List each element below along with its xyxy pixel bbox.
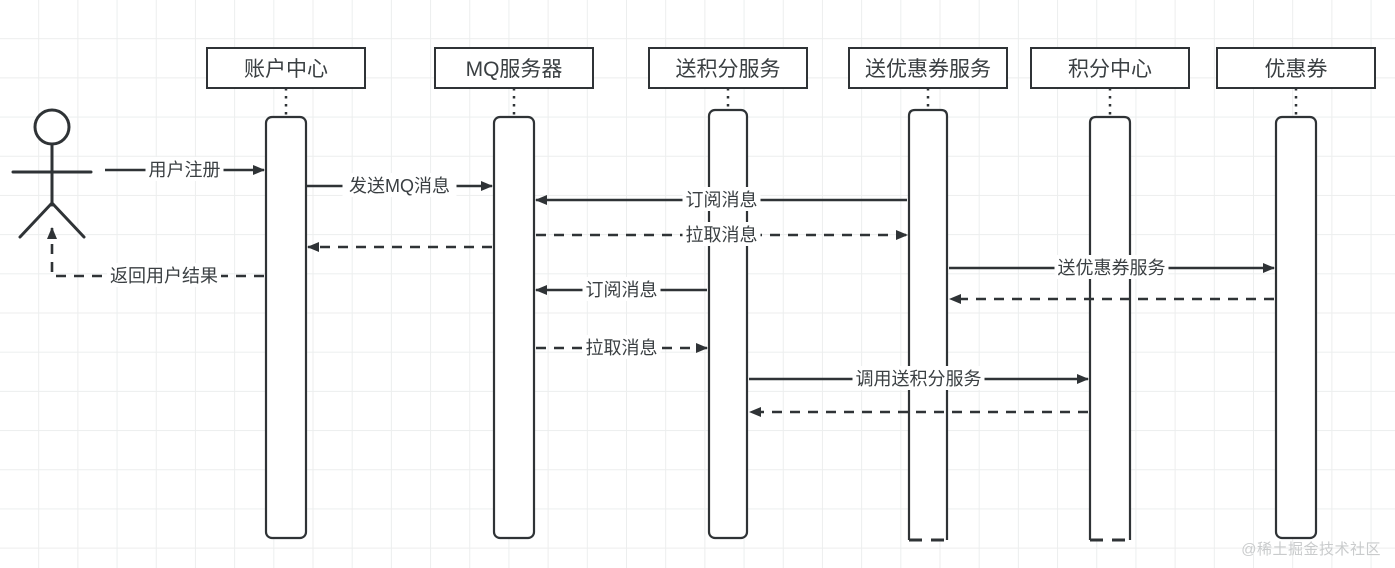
- participant-couponctr: 优惠券: [1216, 47, 1376, 540]
- activation-bar-coupon[interactable]: [907, 108, 949, 540]
- message-label-bg-m8: [582, 277, 661, 301]
- participant-box-mq[interactable]: [434, 47, 594, 89]
- actor-layer: [11, 108, 93, 239]
- message-m1: 用户注册: [105, 157, 265, 181]
- message-label-m2: 发送MQ消息: [349, 176, 450, 196]
- participant-points: 送积分服务: [648, 47, 808, 540]
- message-label-m8: 订阅消息: [586, 280, 658, 300]
- message-label-bg-m11: [852, 366, 985, 390]
- participant-account: 账户中心: [206, 47, 366, 540]
- actor-head: [33, 108, 71, 146]
- participant-label-points: 送积分服务: [676, 58, 781, 81]
- watermark: @稀土掘金技术社区: [1241, 541, 1381, 558]
- message-label-m4: 拉取消息: [686, 225, 758, 245]
- message-label-bg-m4: [682, 222, 761, 246]
- message-m11: 调用送积分服务: [749, 366, 1089, 390]
- actor-user[interactable]: [11, 108, 93, 239]
- message-label-m1: 用户注册: [149, 160, 221, 180]
- message-label-m6: 送优惠券服务: [1058, 258, 1166, 278]
- participant-label-mq: MQ服务器: [466, 58, 563, 81]
- participant-mq: MQ服务器: [434, 47, 594, 540]
- actor-leg-right: [50, 201, 86, 239]
- participant-label-account: 账户中心: [244, 58, 328, 81]
- actor-leg-left: [18, 201, 54, 239]
- activation-bar-account[interactable]: [264, 115, 308, 540]
- participant-coupon: 送优惠券服务: [848, 47, 1008, 542]
- message-m3: 订阅消息: [535, 187, 907, 211]
- message-label-m11: 调用送积分服务: [856, 369, 982, 389]
- participant-label-pointctr: 积分中心: [1068, 58, 1152, 81]
- participant-box-pointctr[interactable]: [1030, 47, 1190, 89]
- activation-bar-couponctr[interactable]: [1274, 115, 1318, 540]
- message-label-m7: 返回用户结果: [110, 266, 218, 286]
- message-label-bg-m1: [145, 157, 224, 181]
- participant-box-account[interactable]: [206, 47, 366, 89]
- message-label-bg-m6: [1054, 255, 1169, 279]
- participant-label-coupon: 送优惠券服务: [865, 58, 991, 81]
- message-m10: 拉取消息: [536, 335, 708, 359]
- activation-bar-mq[interactable]: [492, 115, 536, 540]
- participant-pointctr: 积分中心: [1030, 47, 1190, 542]
- messages-layer: 用户注册发送MQ消息订阅消息拉取消息送优惠券服务返回用户结果订阅消息拉取消息调用…: [47, 157, 1275, 417]
- message-label-bg-m2: [342, 173, 457, 197]
- activation-bar-points[interactable]: [707, 108, 749, 540]
- message-label-bg-m10: [582, 335, 661, 359]
- message-m2: 发送MQ消息: [307, 173, 493, 197]
- message-label-bg-m7: [107, 263, 221, 287]
- participant-label-couponctr: 优惠券: [1265, 58, 1328, 81]
- activation-bar-pointctr[interactable]: [1088, 115, 1132, 540]
- message-label-bg-m3: [682, 187, 761, 211]
- message-m8: 订阅消息: [535, 277, 707, 301]
- message-m4: 拉取消息: [536, 222, 908, 246]
- message-label-m3: 订阅消息: [686, 190, 758, 210]
- message-line-m7[interactable]: [47, 227, 264, 278]
- message-m7: 返回用户结果: [47, 227, 264, 287]
- message-m6: 送优惠券服务: [949, 255, 1275, 279]
- message-label-m10: 拉取消息: [586, 338, 658, 358]
